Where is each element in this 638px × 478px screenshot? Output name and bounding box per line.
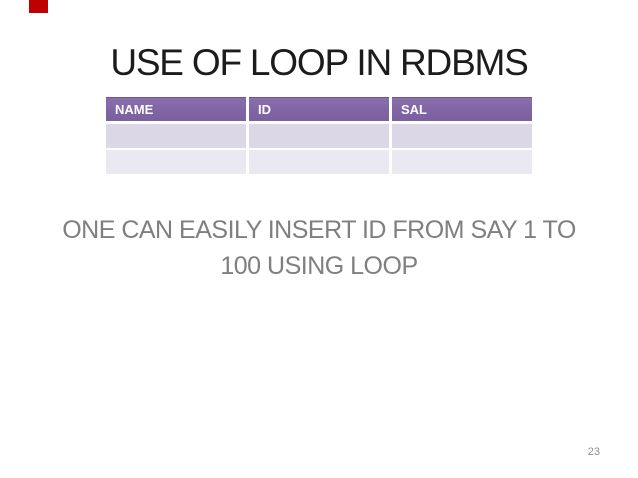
data-table: NAME ID SAL (106, 97, 532, 176)
red-accent-marker (29, 0, 48, 13)
table-cell (392, 150, 532, 174)
table-cell (249, 150, 389, 174)
slide-title: USE OF LOOP IN RDBMS (110, 42, 529, 83)
table-header-id: ID (249, 97, 389, 121)
table-cell (106, 124, 246, 148)
page-number: 23 (587, 446, 600, 458)
table-header-sal: SAL (392, 97, 532, 121)
table-row (106, 150, 532, 174)
table-header-name: NAME (106, 97, 246, 121)
table-cell (392, 124, 532, 148)
table-header-row: NAME ID SAL (106, 97, 532, 121)
table-cell (106, 150, 246, 174)
body-text: ONE CAN EASILY INSERT ID FROM SAY 1 TO 1… (0, 212, 638, 284)
table-row (106, 124, 532, 148)
body-text-line-2: 100 USING LOOP (220, 252, 418, 280)
body-text-line-1: ONE CAN EASILY INSERT ID FROM SAY 1 TO (62, 216, 576, 244)
table-cell (249, 124, 389, 148)
